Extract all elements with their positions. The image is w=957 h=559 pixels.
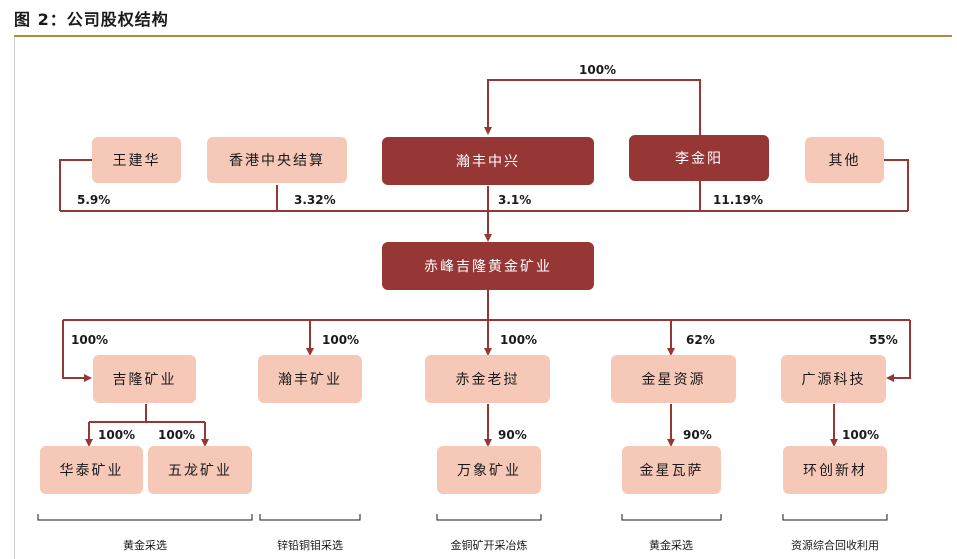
pct-huatai: 100%	[98, 428, 136, 442]
node-guangyuan-tech: 广源科技	[781, 355, 886, 403]
pct-hkscc: 3.32%	[294, 193, 336, 207]
node-wang-jianhua: 王建华	[92, 137, 181, 183]
figure-title: 图 2：公司股权结构	[14, 10, 169, 29]
bracket-gold2	[621, 514, 722, 521]
edge-jilong	[62, 320, 92, 382]
category-gold-copper-smelting: 金铜矿开采冶炼	[450, 539, 528, 552]
pct-wasa: 90%	[683, 428, 712, 442]
pct-wulong: 100%	[158, 428, 196, 442]
pct-huanchuang: 100%	[842, 428, 880, 442]
pct-guangyuan: 55%	[869, 333, 898, 347]
node-chifeng-jilong: 赤峰吉隆黄金矿业	[382, 242, 594, 290]
bracket-resource	[782, 514, 888, 521]
title-rule	[14, 35, 952, 37]
node-hanfeng-zhongxing: 瀚丰中兴	[382, 137, 594, 185]
bracket-copper	[436, 514, 542, 521]
edge-guangyuan	[886, 320, 911, 382]
bracket-gold1	[37, 514, 253, 521]
category-gold-mining-2: 黄金采选	[649, 539, 693, 552]
pct-hanfengzx: 3.1%	[498, 193, 532, 207]
node-hanfeng-mining: 瀚丰矿业	[258, 355, 362, 403]
edge-li-hanfengzx	[484, 79, 701, 135]
node-huanchuang: 环创新材	[783, 446, 887, 494]
category-resource-recycling: 资源综合回收利用	[791, 539, 879, 552]
pct-li: 11.19%	[713, 193, 763, 207]
pct-wanxiang: 90%	[498, 428, 527, 442]
pct-hanfengky: 100%	[322, 333, 360, 347]
category-gold-mining-1: 黄金采选	[123, 539, 167, 552]
node-jinxing-resources: 金星资源	[611, 355, 736, 403]
node-huatai-mining: 华泰矿业	[40, 446, 143, 494]
pct-jinxing: 62%	[686, 333, 715, 347]
pct-jilong: 100%	[71, 333, 109, 347]
node-li-jinyang: 李金阳	[629, 135, 769, 181]
bracket-zinc	[259, 514, 361, 521]
pct-jinlao: 100%	[500, 333, 538, 347]
edge-other	[884, 159, 909, 211]
pct-li-to-hanfengzx: 100%	[579, 63, 617, 77]
node-hkscc: 香港中央结算	[207, 137, 347, 183]
pct-wang: 5.9%	[77, 193, 111, 207]
node-chijin-laos: 赤金老挝	[425, 355, 550, 403]
node-wanxiang-mining: 万象矿业	[437, 446, 541, 494]
frame-line	[14, 37, 15, 559]
node-wulong-mining: 五龙矿业	[148, 446, 252, 494]
node-jilong-mining: 吉隆矿业	[93, 355, 196, 403]
node-other: 其他	[805, 137, 884, 183]
edge-wang	[59, 159, 92, 211]
category-zinc-lead-copper: 锌铅铜钼采选	[277, 539, 343, 552]
node-jinxing-wasa: 金星瓦萨	[622, 446, 721, 494]
